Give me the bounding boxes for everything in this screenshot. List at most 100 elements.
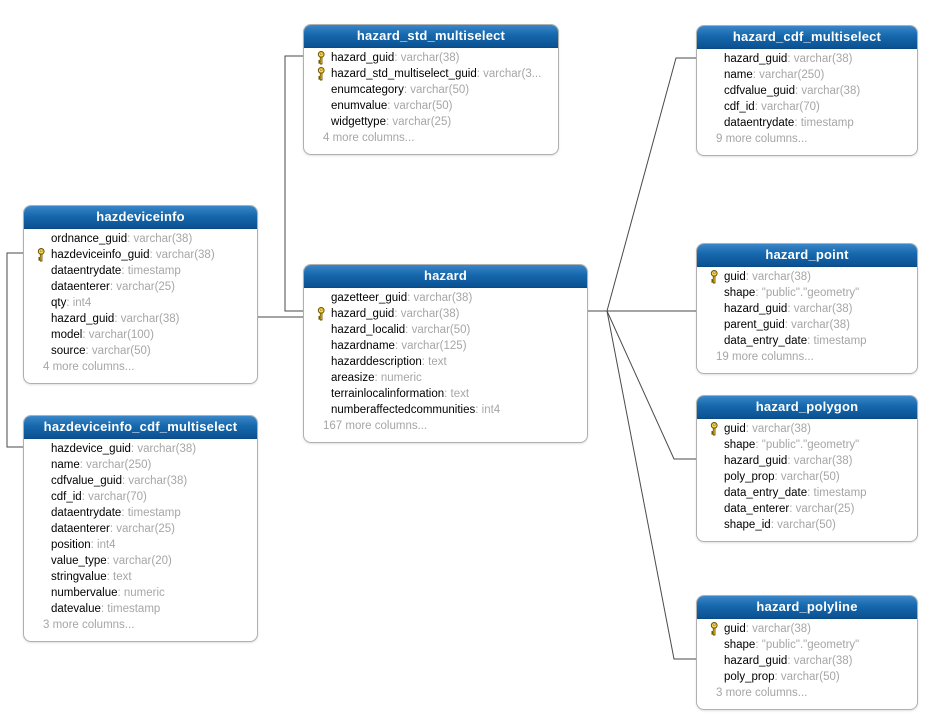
column-name: hazard_guid xyxy=(51,313,115,325)
table-header[interactable]: hazdeviceinfo xyxy=(24,206,257,229)
column-type: text xyxy=(450,388,470,400)
column-type: varchar(50) xyxy=(777,519,836,531)
table-header[interactable]: hazard_polygon xyxy=(697,396,917,419)
type-separator: : xyxy=(121,265,128,277)
column-name: numberaffectedcommunities xyxy=(331,404,476,416)
type-separator: : xyxy=(745,623,753,635)
column-row: hazard_guid: varchar(38) xyxy=(24,311,257,327)
table-hazard_std_multiselect[interactable]: hazard_std_multiselect hazard_guid: varch… xyxy=(303,24,559,155)
primary-key-cell xyxy=(310,51,331,65)
type-separator: : xyxy=(109,281,117,293)
type-separator: : xyxy=(106,571,114,583)
column-name: guid xyxy=(724,271,746,283)
column-type: int4 xyxy=(481,404,501,416)
table-header[interactable]: hazdeviceinfo_cdf_multiselect xyxy=(24,416,257,439)
type-separator: : xyxy=(754,101,762,113)
column-row: source: varchar(50) xyxy=(24,343,257,359)
type-separator: : xyxy=(106,555,114,567)
type-separator: : xyxy=(755,439,762,451)
table-columns: guid: varchar(38)shape: "public"."geomet… xyxy=(697,619,917,709)
table-header[interactable]: hazard_polyline xyxy=(697,596,917,619)
column-name: hazardname xyxy=(331,340,395,352)
type-separator: : xyxy=(475,404,482,416)
column-row: guid: varchar(38) xyxy=(697,269,917,285)
column-type: varchar(50) xyxy=(91,345,151,357)
type-separator: : xyxy=(807,487,814,499)
column-type: varchar(25) xyxy=(795,503,855,515)
column-name: shape_id xyxy=(724,519,771,531)
column-name: stringvalue xyxy=(51,571,107,583)
column-name: dataentrydate xyxy=(51,507,122,519)
column-row: hazard_localid: varchar(50) xyxy=(304,322,587,338)
column-row: model: varchar(100) xyxy=(24,327,257,343)
column-type: numeric xyxy=(123,587,165,599)
column-row: enumvalue: varchar(50) xyxy=(304,98,558,114)
type-separator: : xyxy=(794,117,801,129)
type-separator: : xyxy=(752,69,760,81)
column-name: hazard_guid xyxy=(724,303,788,315)
primary-key-icon xyxy=(37,248,45,262)
type-separator: : xyxy=(385,116,393,128)
column-name: numbervalue xyxy=(51,587,118,599)
column-name: dataenterer xyxy=(51,523,110,535)
column-type: text xyxy=(113,571,132,583)
type-separator: : xyxy=(117,587,124,599)
type-separator: : xyxy=(444,388,451,400)
more-columns-label: 4 more columns... xyxy=(323,132,415,144)
column-row: hazard_guid: varchar(38) xyxy=(304,50,558,66)
column-row: guid: varchar(38) xyxy=(697,621,917,637)
column-type: varchar(38) xyxy=(137,443,197,455)
column-row: hazard_guid: varchar(38) xyxy=(304,306,587,322)
column-row: ordnance_guid: varchar(38) xyxy=(24,231,257,247)
column-name: name xyxy=(724,69,753,81)
type-separator: : xyxy=(745,271,753,283)
column-row: cdf_id: varchar(70) xyxy=(24,489,257,505)
column-name: data_enterer xyxy=(724,503,790,515)
table-header[interactable]: hazard xyxy=(304,265,587,288)
column-type: int4 xyxy=(97,539,116,551)
type-separator: : xyxy=(85,345,92,357)
column-row: name: varchar(250) xyxy=(697,67,917,83)
column-row: data_entry_date: timestamp xyxy=(697,333,917,349)
table-header[interactable]: hazard_point xyxy=(697,244,917,267)
column-row: dataenterer: varchar(25) xyxy=(24,521,257,537)
type-separator: : xyxy=(114,313,121,325)
column-type: varchar(38) xyxy=(120,313,180,325)
column-name: enumcategory xyxy=(331,84,404,96)
table-hazard_cdf_multiselect[interactable]: hazard_cdf_multiselect hazard_guid: varch… xyxy=(696,25,918,156)
column-type: timestamp xyxy=(813,335,867,347)
column-type: varchar(50) xyxy=(393,100,453,112)
column-row: gazetteer_guid: varchar(38) xyxy=(304,290,587,306)
column-name: hazard_guid xyxy=(724,53,788,65)
column-type: timestamp xyxy=(127,507,181,519)
table-header[interactable]: hazard_std_multiselect xyxy=(304,25,558,48)
column-type: varchar(38) xyxy=(128,475,188,487)
more-columns-label: 19 more columns... xyxy=(716,351,814,363)
column-row: terrainlocalinformation: text xyxy=(304,386,587,402)
column-name: qty xyxy=(51,297,67,309)
primary-key-cell xyxy=(310,67,331,81)
column-name: areasize xyxy=(331,372,375,384)
relationship-line xyxy=(606,310,696,460)
relationship-line xyxy=(606,57,696,312)
column-type: varchar(38) xyxy=(400,52,460,64)
column-name: shape xyxy=(724,639,756,651)
column-name: poly_prop xyxy=(724,671,775,683)
column-row: qty: int4 xyxy=(24,295,257,311)
column-name: ordnance_guid xyxy=(51,233,128,245)
column-row: dataentrydate: timestamp xyxy=(24,263,257,279)
table-header[interactable]: hazard_cdf_multiselect xyxy=(697,26,917,49)
column-type: varchar(250) xyxy=(759,69,825,81)
column-type: varchar(38) xyxy=(752,271,811,283)
column-type: varchar(25) xyxy=(392,116,452,128)
column-row: shape_id: varchar(50) xyxy=(697,517,917,533)
column-type: varchar(50) xyxy=(411,324,471,336)
relationship-line xyxy=(606,310,696,660)
type-separator: : xyxy=(394,52,401,64)
